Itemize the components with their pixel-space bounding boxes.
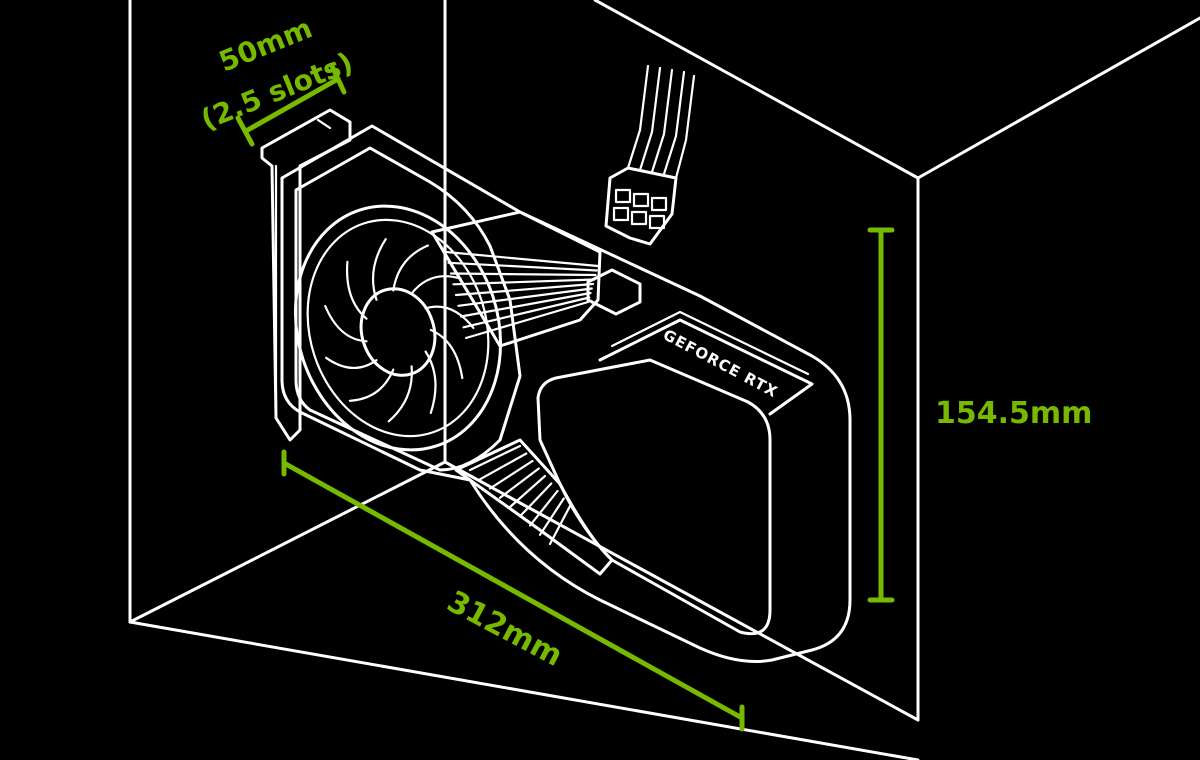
fan-blade <box>410 275 462 295</box>
height-dimension: 154.5mm <box>867 227 1092 603</box>
height-label: 154.5mm <box>935 396 1092 431</box>
heatsink-fin <box>528 489 559 527</box>
fan-blades <box>324 238 475 423</box>
heatsink-fins-bottom <box>454 438 614 576</box>
pcie-bracket <box>260 108 352 442</box>
heatsink-fin <box>518 482 553 518</box>
heatsink-fin <box>468 444 522 472</box>
heatsink-fin <box>462 296 591 329</box>
cooling-fan <box>293 204 503 452</box>
case-outline <box>128 0 1200 760</box>
fan-blade <box>429 328 464 380</box>
length-dimension: 312mm <box>281 449 745 732</box>
fan-blade <box>325 356 378 369</box>
fan-blade <box>371 238 387 301</box>
heatsink-fin <box>454 282 595 297</box>
fan-blade <box>387 365 413 423</box>
heatsink-fins-top <box>430 210 602 348</box>
heatsink-fin <box>449 272 597 277</box>
fan-blade <box>424 305 475 330</box>
heatsink-fin <box>444 250 600 268</box>
card-shell <box>280 124 852 663</box>
fan-blade <box>348 368 395 402</box>
power-socket <box>586 268 642 316</box>
power-connector <box>604 166 678 246</box>
thickness-dimension: 50mm (2.5 slots) <box>196 11 357 147</box>
heatsink-fin <box>488 459 534 490</box>
heatsink-fin <box>452 278 596 286</box>
fan-blade <box>424 350 437 414</box>
heatsink-fin <box>508 474 547 509</box>
heatsink-fin <box>538 497 565 536</box>
fan-blade <box>392 244 429 292</box>
length-label: 312mm <box>441 584 568 674</box>
heatsink-fin <box>478 452 528 481</box>
fan-blade <box>345 260 368 320</box>
heatsink-fin <box>498 467 540 499</box>
graphics-card: GEFORCE RTX <box>260 108 852 663</box>
heatsink-fin <box>447 261 598 272</box>
heatsink-fin <box>457 287 593 307</box>
fan-blade <box>324 304 368 343</box>
fan-plate <box>294 146 522 472</box>
power-cable <box>604 64 696 246</box>
heatsink-fin <box>459 291 592 318</box>
heatsink-fin <box>548 504 572 546</box>
side-plate: GEFORCE RTX <box>536 310 814 636</box>
heatsink-fin <box>464 300 590 340</box>
